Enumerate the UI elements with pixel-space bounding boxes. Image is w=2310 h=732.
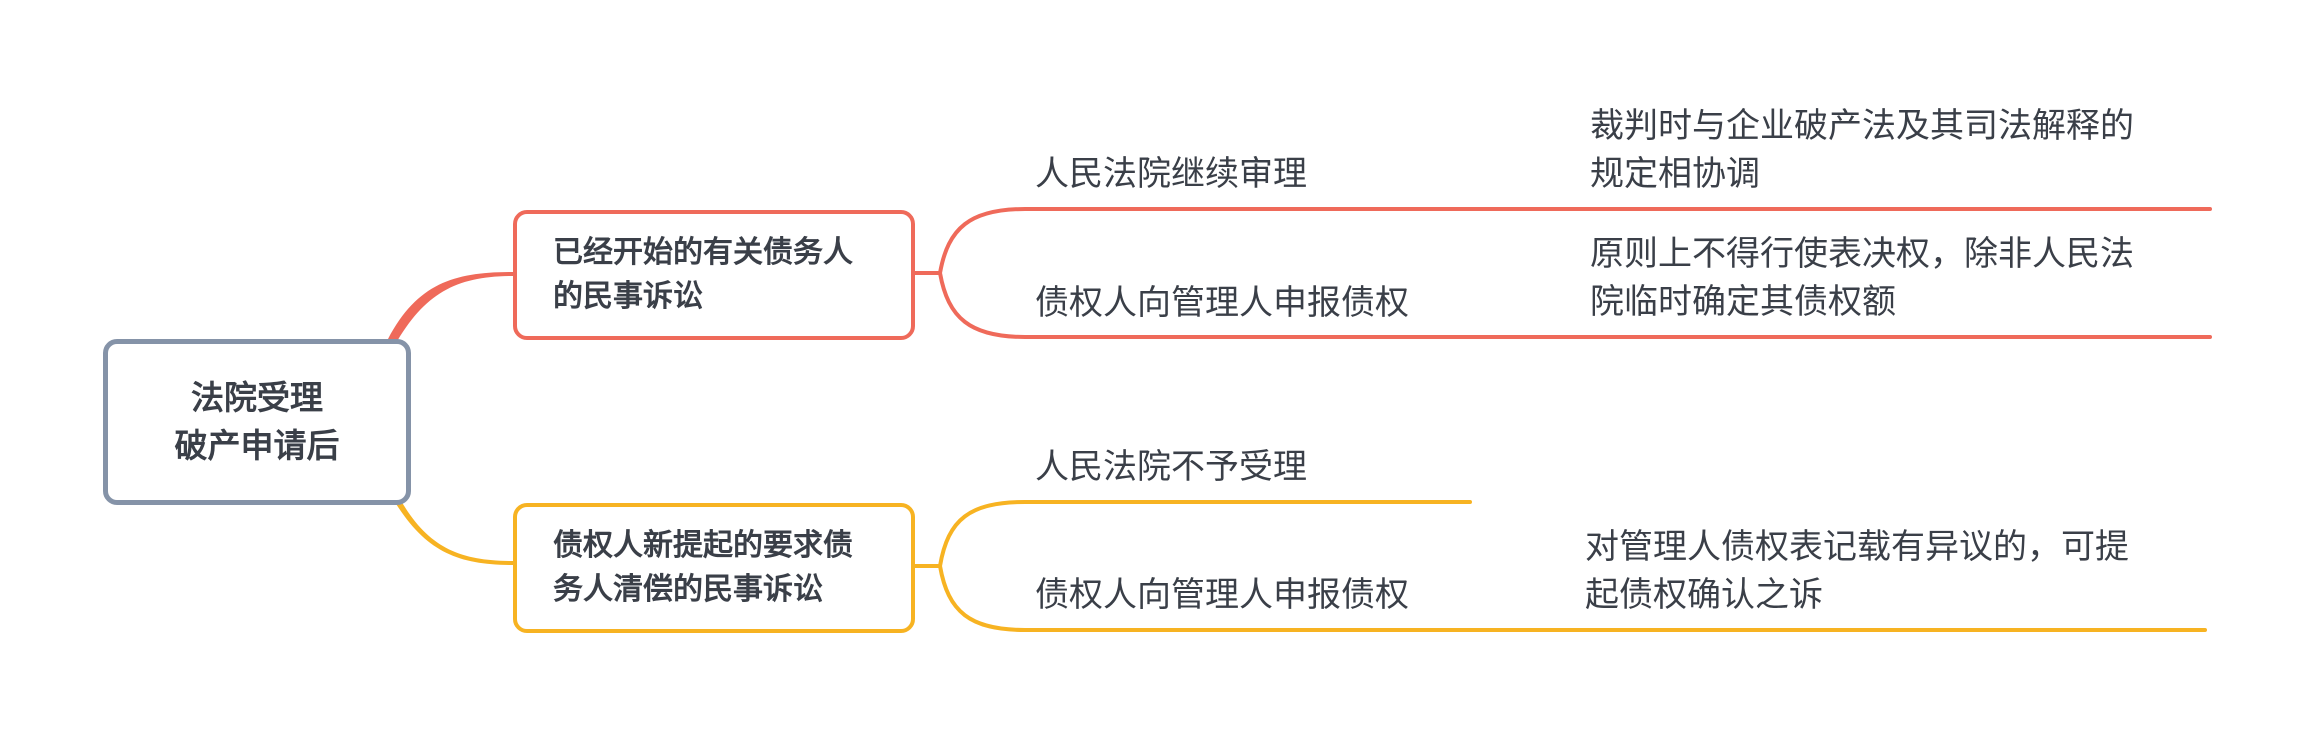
branch-node-text: 债权人新提起的要求债 务人清偿的民事诉讼 [553, 524, 853, 612]
connector-branch-1-child-1 [938, 207, 2212, 275]
connector-root-to-branch-1 [388, 272, 513, 345]
branch-2-line-1: 债权人新提起的要求债 [553, 528, 853, 563]
connector-branch-2-child-2 [938, 564, 2207, 632]
topic-court-not-accept[interactable]: 人民法院不予受理 [1035, 447, 1307, 487]
root-node[interactable]: 法院受理 破产申请后 [103, 339, 411, 505]
branch-1-line-1: 已经开始的有关债务人 [553, 235, 853, 270]
branch-2-line-2: 务人清偿的民事诉讼 [553, 572, 823, 607]
branch-node-new-lawsuits[interactable]: 债权人新提起的要求债 务人清偿的民事诉讼 [513, 503, 915, 633]
detail-line-1: 裁判时与企业破产法及其司法解释的 [1590, 106, 2134, 146]
detail-line-1: 对管理人债权表记载有异议的，可提 [1585, 527, 2129, 567]
connector-branch-2-child-1 [938, 500, 1472, 568]
branch-node-existing-lawsuits[interactable]: 已经开始的有关债务人 的民事诉讼 [513, 210, 915, 340]
root-title-line-2: 破产申请后 [174, 426, 340, 465]
topic-creditor-declare-claim-2[interactable]: 债权人向管理人申报债权 [1035, 575, 1409, 615]
root-title-line-1: 法院受理 [191, 378, 323, 417]
branch-1-line-2: 的民事诉讼 [553, 279, 703, 314]
topic-detail-coordinate-law[interactable]: 裁判时与企业破产法及其司法解释的 规定相协调 [1590, 102, 2190, 198]
detail-line-2: 规定相协调 [1590, 154, 1760, 194]
topic-detail-claim-confirmation-suit[interactable]: 对管理人债权表记载有异议的，可提 起债权确认之诉 [1585, 523, 2185, 619]
topic-detail-no-voting-right[interactable]: 原则上不得行使表决权，除非人民法 院临时确定其债权额 [1590, 230, 2190, 326]
detail-line-1: 原则上不得行使表决权，除非人民法 [1590, 234, 2134, 274]
root-node-text: 法院受理 破产申请后 [175, 374, 340, 470]
connector-branch-1-child-2 [938, 271, 2212, 339]
connector-root-to-branch-2 [393, 499, 513, 565]
branch-node-text: 已经开始的有关债务人 的民事诉讼 [553, 231, 853, 319]
topic-creditor-declare-claim-1[interactable]: 债权人向管理人申报债权 [1035, 283, 1409, 323]
topic-court-continues-trial[interactable]: 人民法院继续审理 [1035, 154, 1307, 194]
detail-line-2: 起债权确认之诉 [1585, 575, 1823, 615]
detail-line-2: 院临时确定其债权额 [1590, 282, 1896, 322]
